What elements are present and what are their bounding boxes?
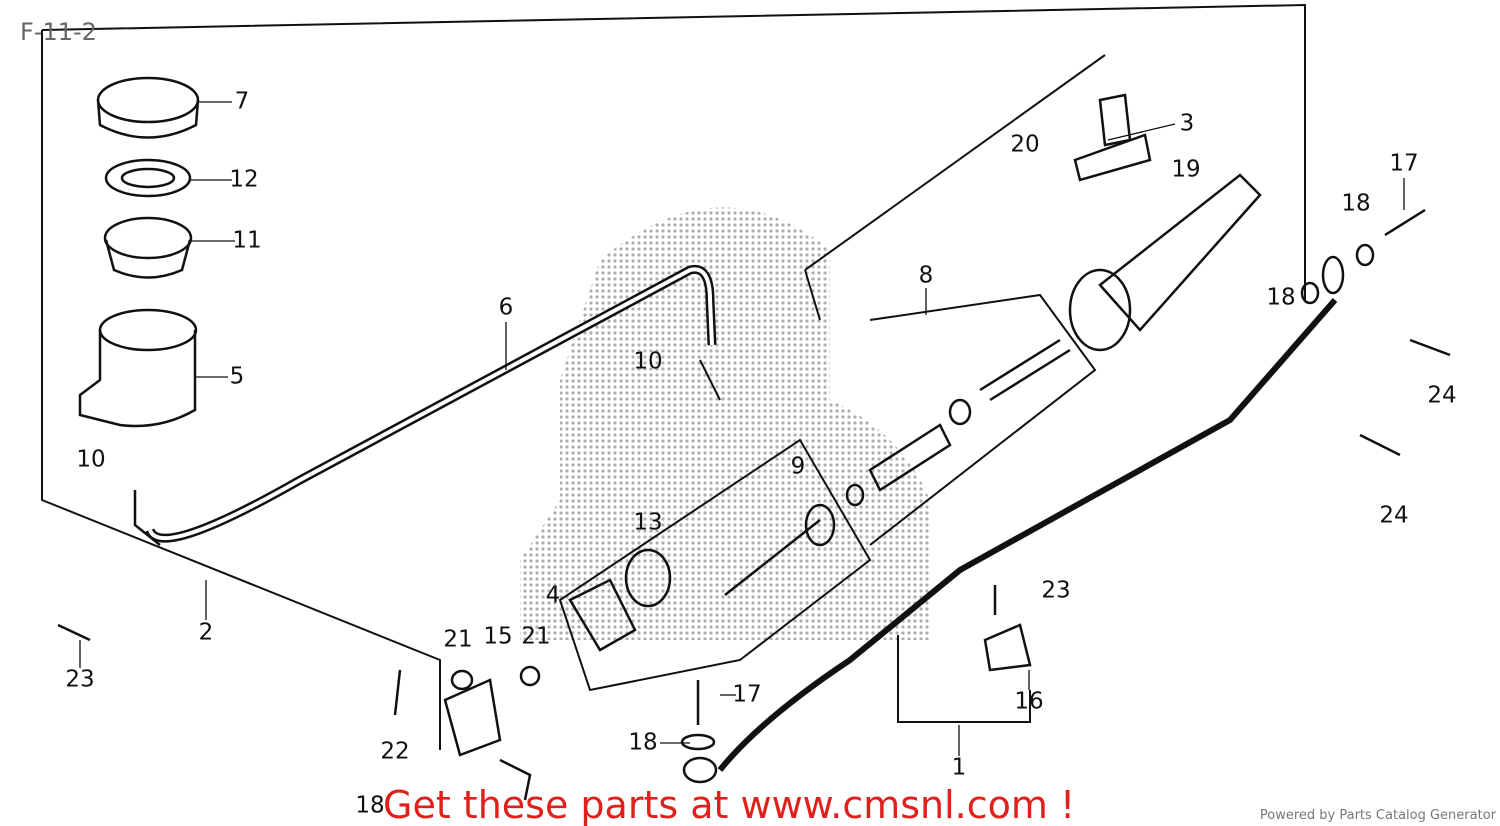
callout-17: 17: [1389, 150, 1419, 177]
callout-7: 7: [234, 88, 250, 115]
callout-12: 12: [229, 166, 259, 193]
callout-24: 24: [1427, 382, 1457, 409]
powered-by-footer: Powered by Parts Catalog Generator: [1259, 808, 1496, 823]
callout-8: 8: [918, 262, 934, 289]
callout-18: 18: [355, 792, 385, 819]
callout-17: 17: [732, 681, 762, 708]
callout-21: 21: [521, 623, 551, 650]
callout-18: 18: [1341, 190, 1371, 217]
callout-4: 4: [545, 582, 561, 609]
callout-3: 3: [1179, 110, 1195, 137]
parts: [57, 76, 1451, 801]
leader-lines: [79, 101, 1405, 756]
callout-22: 22: [380, 738, 410, 765]
callout-11: 11: [232, 227, 262, 254]
callout-9: 9: [790, 453, 806, 480]
diagram-id: F-11-2: [20, 18, 97, 46]
callout-13: 13: [633, 509, 663, 536]
callout-6: 6: [498, 294, 514, 321]
callout-15: 15: [483, 623, 513, 650]
callout-5: 5: [229, 363, 245, 390]
callout-1: 1: [951, 754, 967, 781]
callout-16: 16: [1014, 688, 1044, 715]
callout-24: 24: [1379, 502, 1409, 529]
callout-21: 21: [443, 626, 473, 653]
watermark-logo: [520, 207, 930, 641]
callout-10: 10: [76, 446, 106, 473]
promo-link[interactable]: Get these parts at www.cmsnl.com !: [383, 783, 1076, 826]
callout-19: 19: [1171, 156, 1201, 183]
outline-frames: [41, 3, 1306, 750]
callout-10: 10: [633, 348, 663, 375]
callout-2: 2: [198, 619, 214, 646]
callout-23: 23: [1041, 577, 1071, 604]
callout-18: 18: [628, 729, 658, 756]
callout-18: 18: [1266, 284, 1296, 311]
callout-20: 20: [1010, 131, 1040, 158]
callout-23: 23: [65, 666, 95, 693]
